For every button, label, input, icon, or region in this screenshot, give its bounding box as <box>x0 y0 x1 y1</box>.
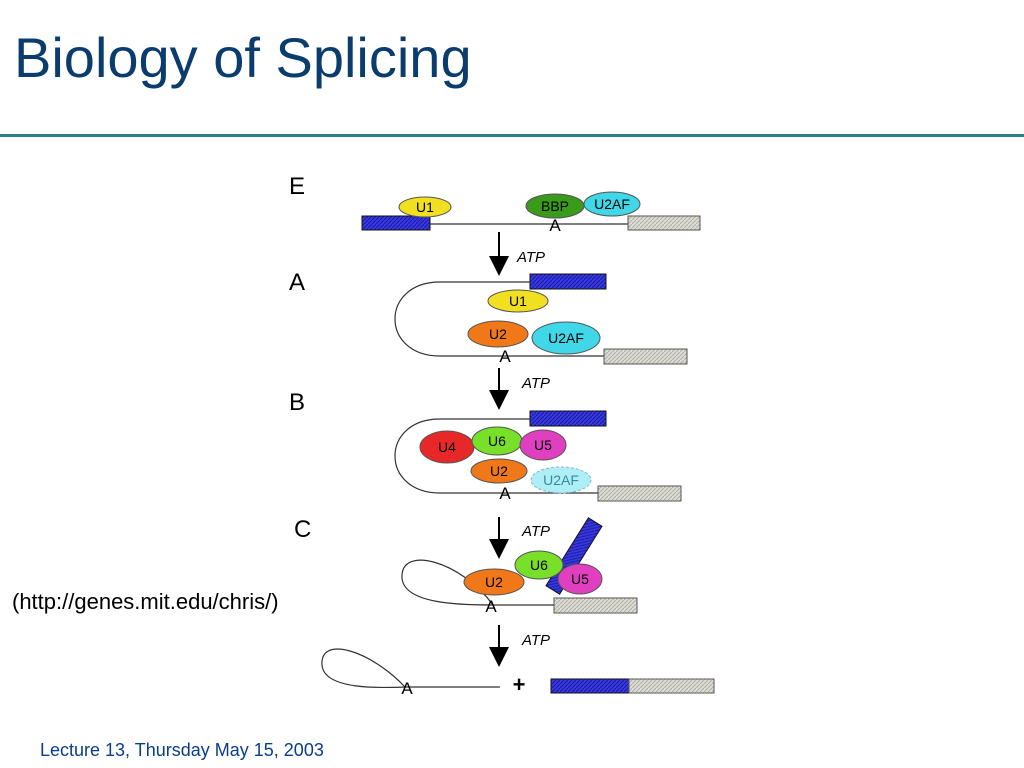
u2af-protein <box>583 191 641 217</box>
u2-snrnp <box>470 458 528 484</box>
page-title: Biology of Splicing <box>14 26 472 89</box>
exon-3prime <box>603 348 688 365</box>
u2af-label: U2AF <box>543 472 579 488</box>
u2-snrnp <box>467 320 529 348</box>
stage-label-a: A <box>289 269 305 296</box>
branch-point-label: A <box>499 347 511 366</box>
u1-snrnp <box>398 196 452 218</box>
footer-lecture-info: Lecture 13, Thursday May 15, 2003 <box>40 740 324 760</box>
exon-3prime <box>553 597 638 614</box>
branch-point-label: A <box>401 679 413 698</box>
u2-label: U2 <box>485 574 503 590</box>
exon-3prime <box>597 485 682 502</box>
source-citation: (http://genes.mit.edu/chris/) <box>12 589 279 614</box>
exon-5prime <box>361 215 431 231</box>
atp-label: ATP <box>516 249 545 266</box>
exon-3prime <box>627 215 701 231</box>
intron-loop <box>394 418 598 494</box>
lariat-intron-product <box>321 648 500 689</box>
u4-label: U4 <box>438 439 456 455</box>
u2af-label: U2AF <box>594 196 630 212</box>
u2af-label: U2AF <box>548 330 584 346</box>
stage-label-b: B <box>289 389 305 416</box>
exon-5prime <box>529 410 607 427</box>
u2-label: U2 <box>490 463 508 479</box>
atp-label: ATP <box>521 632 550 649</box>
intron-lariat <box>401 559 554 606</box>
branch-point-label: A <box>549 216 561 235</box>
u6-snrnp <box>514 550 564 580</box>
u5-label: U5 <box>571 571 589 587</box>
plus-sign: + <box>513 672 526 697</box>
u1-label: U1 <box>509 293 527 309</box>
u1-label: U1 <box>416 199 434 215</box>
u1-snrnp <box>487 289 549 313</box>
u6-label: U6 <box>488 433 506 449</box>
u6-label: U6 <box>530 557 548 573</box>
u2-snrnp <box>463 568 525 596</box>
u5-snrnp <box>519 429 567 461</box>
bbp-label: BBP <box>541 198 569 214</box>
u5-label: U5 <box>534 437 552 453</box>
atp-label: ATP <box>521 523 550 540</box>
atp-label: ATP <box>521 375 550 392</box>
branch-point-label: A <box>499 484 511 503</box>
exon-5prime <box>529 273 607 290</box>
spliced-exon-5prime <box>550 678 630 694</box>
title-divider <box>0 134 1024 137</box>
u2-label: U2 <box>489 326 507 342</box>
intron-loop <box>394 281 604 357</box>
stage-label-c: C <box>294 516 311 543</box>
u2af-protein <box>530 466 592 494</box>
spliced-exon-3prime <box>628 678 715 694</box>
u2af-protein <box>531 321 601 355</box>
stage-label-e: E <box>289 173 305 200</box>
u5-snrnp <box>557 563 603 595</box>
branch-point-label: A <box>485 597 497 616</box>
